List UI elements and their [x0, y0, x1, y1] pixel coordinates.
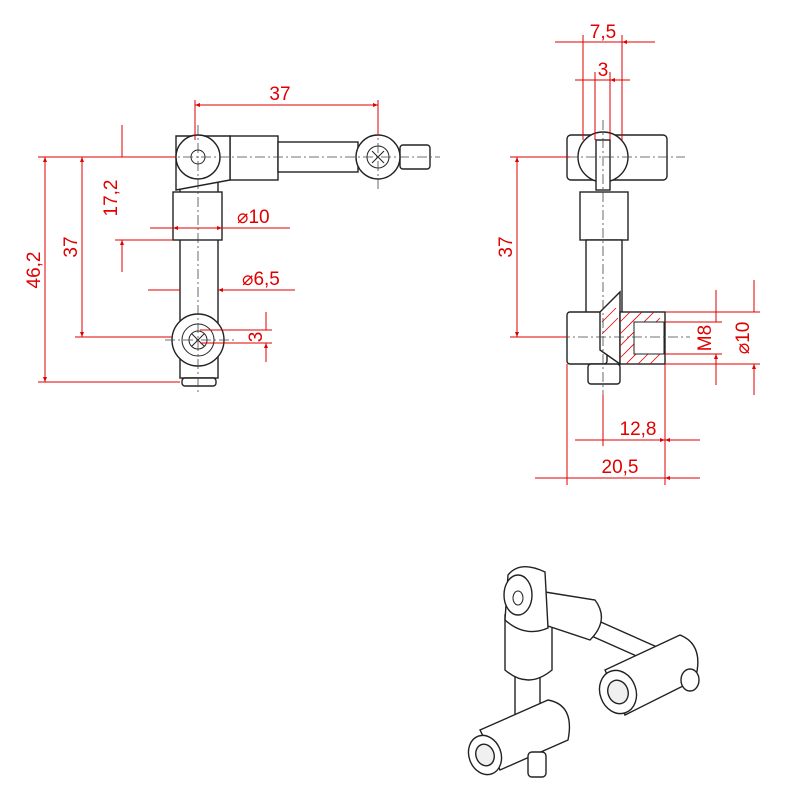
dim-total-20-5: 20,5 [602, 457, 639, 478]
dim-slot-3: 3 [598, 60, 609, 81]
dim-rod-diameter: ⌀6,5 [242, 269, 280, 290]
dim-width-37: 37 [269, 84, 290, 105]
vertical-sleeve [172, 191, 223, 241]
side-view: 7,5 3 37 M8 ⌀10 12,8 20,5 [496, 22, 760, 485]
front-view: 37 17,2 37 46,2 ⌀10 ⌀6,5 3 [24, 84, 440, 395]
dim-depth-12-8: 12,8 [620, 419, 657, 440]
dim-sleeve-diameter: ⌀10 [237, 207, 270, 228]
iso-arm-sleeve [544, 591, 603, 641]
dim-width-7-5: 7,5 [590, 22, 616, 43]
dim-diameter-10: ⌀10 [733, 322, 754, 355]
dim-height-37: 37 [496, 236, 517, 257]
arm-sleeve [229, 135, 279, 181]
isometric-view [467, 566, 700, 778]
dim-height-37: 37 [61, 236, 82, 257]
dim-sleeve-17-2: 17,2 [101, 180, 122, 217]
vertical-rod [585, 239, 623, 316]
dim-offset-3: 3 [246, 332, 267, 343]
dim-total-46-2: 46,2 [24, 252, 45, 289]
iso-bottom-socket [479, 699, 571, 771]
dim-thread-m8: M8 [695, 325, 716, 351]
vertical-sleeve [579, 191, 629, 241]
